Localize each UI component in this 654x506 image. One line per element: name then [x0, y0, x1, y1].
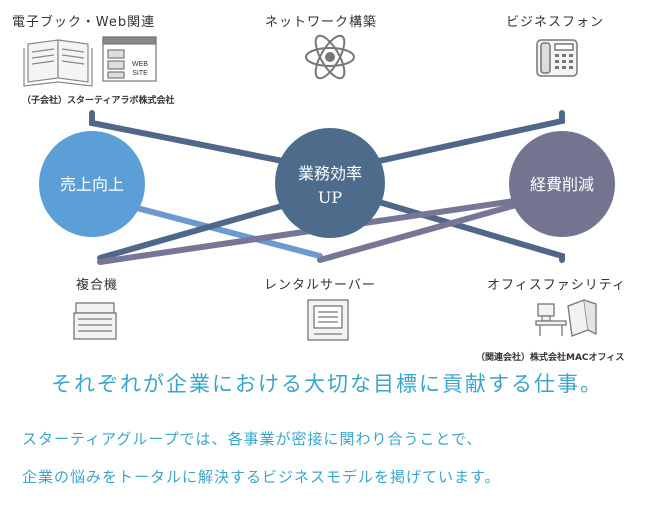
- body-line-2: 企業の悩みをトータルに解決するビジネスモデルを掲げています。: [22, 468, 501, 486]
- label-business-phone: ビジネスフォン: [506, 15, 605, 30]
- label-copier: 複合機: [76, 278, 119, 293]
- node-cost-circle: [509, 131, 615, 237]
- node-cost-label: 経費削減: [530, 175, 594, 194]
- web-site-text-2: SITE: [132, 70, 148, 77]
- node-sales-label: 売上向上: [60, 175, 124, 194]
- line-cost-to-server: [317, 193, 551, 263]
- copier-icon: [73, 302, 117, 340]
- open-book-icon: [23, 39, 93, 87]
- label-network: ネットワーク構築: [265, 15, 378, 30]
- body-line-1: スターティアグループでは、各事業が密接に関わり合うことで、: [22, 430, 483, 448]
- office-furniture-icon: [535, 299, 597, 337]
- line-efficiency-to-office: [335, 187, 565, 263]
- node-efficiency-circle: [275, 128, 385, 238]
- website-window-icon: WEB SITE: [102, 36, 157, 82]
- label-rental-server: レンタルサーバー: [264, 278, 376, 293]
- label-office-facility: オフィスファシリティ: [487, 278, 626, 293]
- label-ebook-company: （子会社）スターティアラボ株式会社: [22, 96, 175, 106]
- label-office-company: （関連会社）株式会社MACオフィス: [476, 353, 625, 363]
- node-cost: 経費削減: [509, 131, 615, 237]
- server-icon: [307, 299, 349, 341]
- desk-phone-icon: [536, 39, 578, 77]
- line-sales-to-server: [115, 200, 323, 259]
- atom-network-icon: [305, 34, 355, 80]
- line-phone-to-efficiency: [335, 110, 565, 173]
- line-ebook-to-efficiency: [89, 110, 341, 175]
- web-site-text: WEB: [132, 61, 148, 68]
- node-efficiency: 業務効率 UP: [275, 128, 385, 238]
- node-sales: 売上向上: [39, 131, 145, 237]
- node-efficiency-label-1: 業務効率: [298, 164, 362, 183]
- tagline: それぞれが企業における大切な目標に貢献する仕事。: [51, 372, 603, 396]
- node-efficiency-label-2: UP: [318, 188, 342, 207]
- node-sales-circle: [39, 131, 145, 237]
- label-ebook-web: 電子ブック・Web関連: [12, 15, 156, 30]
